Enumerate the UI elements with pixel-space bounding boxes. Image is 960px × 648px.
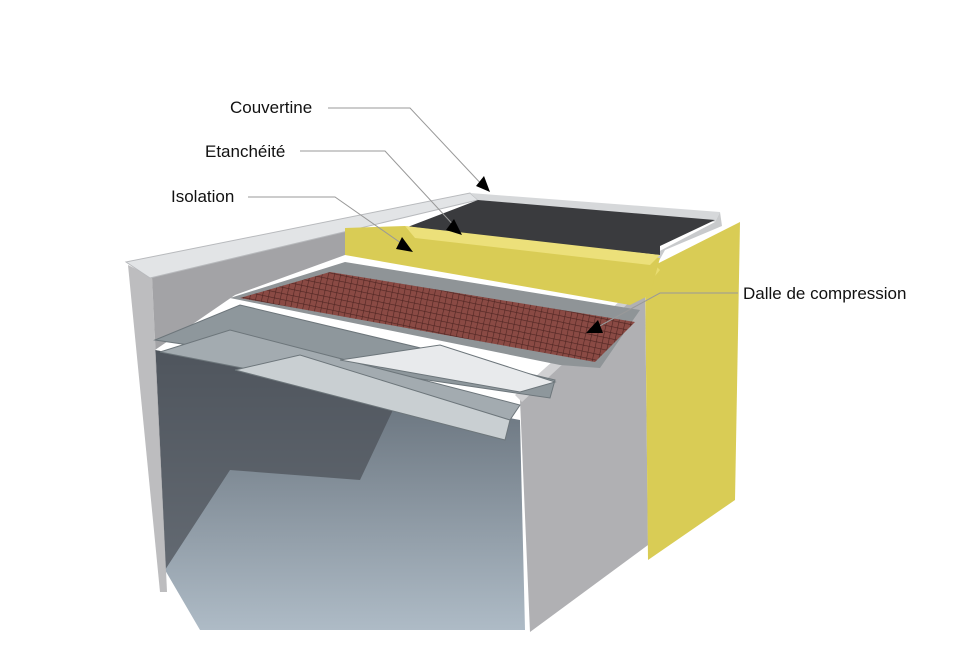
isolation-arrow-icon	[396, 237, 413, 252]
leader-lines	[248, 107, 738, 329]
roof-insulation-top	[405, 226, 660, 265]
reinforcement-mesh	[240, 272, 635, 362]
label-isolation: Isolation	[171, 187, 235, 206]
label-dalle-de-compression: Dalle de compression	[743, 284, 907, 303]
label-etancheite: Etanchéité	[205, 142, 286, 161]
waterproofing-membrane	[405, 200, 715, 255]
roof-insulation	[345, 226, 660, 305]
exterior-insulation	[645, 222, 740, 560]
couvertine-arrow-icon	[476, 176, 490, 192]
steel-deck	[153, 304, 557, 441]
etancheite-arrow-icon	[446, 219, 462, 235]
inner-wall-shadow	[155, 350, 400, 570]
left-wall-front	[128, 265, 167, 592]
dalle-arrow-icon	[586, 320, 603, 333]
arrowheads	[396, 176, 603, 333]
label-couvertine: Couvertine	[230, 98, 313, 117]
coping-right	[652, 212, 722, 268]
coping-back	[470, 193, 720, 222]
